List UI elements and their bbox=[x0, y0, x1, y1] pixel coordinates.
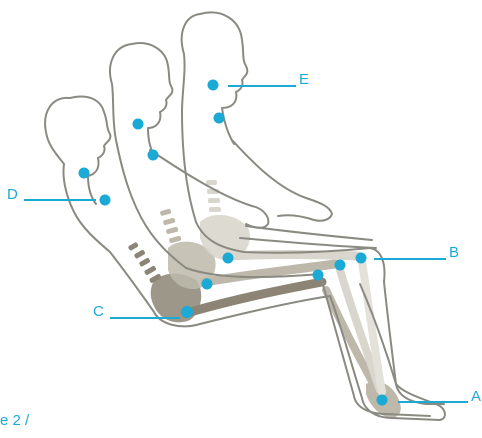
outline-front-person bbox=[182, 14, 444, 404]
outline-middle-head bbox=[132, 43, 172, 158]
outline-front-head bbox=[200, 12, 247, 144]
outline-lap-lines bbox=[240, 226, 376, 248]
marker-dot bbox=[356, 253, 367, 264]
callout-label-a: A bbox=[471, 389, 481, 404]
callout-label-b: B bbox=[449, 245, 459, 260]
outline-middle-arm bbox=[150, 150, 268, 228]
marker-dot bbox=[208, 80, 219, 91]
marker-dot bbox=[202, 279, 213, 290]
marker-dot bbox=[223, 253, 234, 264]
marker-dot bbox=[100, 195, 111, 206]
marker-dot bbox=[313, 270, 324, 281]
spine-middle bbox=[160, 209, 182, 244]
marker-dot bbox=[148, 150, 159, 161]
marker-dot bbox=[181, 306, 193, 318]
marker-dot bbox=[133, 119, 144, 130]
spine-front bbox=[206, 180, 221, 212]
callout-label-e: E bbox=[299, 72, 309, 87]
callout-label-c: C bbox=[93, 304, 104, 319]
marker-dot bbox=[79, 168, 90, 179]
callout-label-d: D bbox=[7, 187, 18, 202]
spine-back bbox=[128, 242, 162, 284]
marker-dot bbox=[214, 113, 225, 124]
marker-dot bbox=[335, 260, 346, 271]
marker-dot bbox=[377, 395, 388, 406]
body-outlines bbox=[45, 12, 445, 420]
caption-fragment: e 2 / bbox=[0, 412, 29, 429]
outline-front-arm bbox=[232, 140, 332, 221]
femur-front bbox=[228, 255, 358, 257]
outline-back-head bbox=[70, 97, 110, 204]
